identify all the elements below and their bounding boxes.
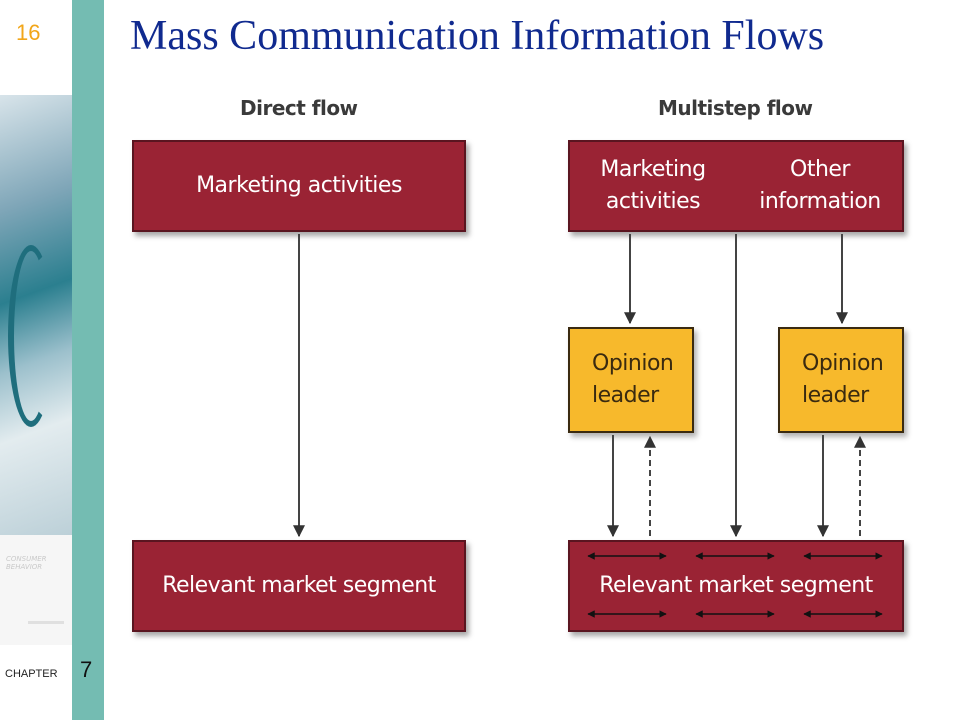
chapter-number: 7 [80,657,93,682]
leader-left-line-2: leader [592,383,659,408]
leader-right-line-1: Opinion [802,351,884,376]
other-info-line-2: information [759,189,881,214]
direct-flow-label: Direct flow [240,96,358,120]
marketing-line-2: activities [605,189,701,214]
marketing-line-1: Marketing [600,157,706,182]
multistep-flow-label: Multistep flow [658,96,813,120]
leader-left-line-1: Opinion [592,351,674,376]
direct-target-text: Relevant market segment [162,573,436,598]
multistep-source-box [568,140,904,232]
cover-swirl [8,245,54,427]
chapter-label: CHAPTER [5,668,58,680]
book-author-line [28,621,64,624]
cover-photo-strip [0,95,72,535]
book-title: CONSUMER BEHAVIOR [6,555,47,571]
direct-source-box: Marketing activities [132,140,466,232]
leader-right-line-2: leader [802,383,869,408]
direct-target-box: Relevant market segment [132,540,466,632]
other-info-line-1: Other [790,157,850,182]
slide-title: Mass Communication Information Flows [130,13,825,59]
opinion-leader-right-text: Opinion leader [802,348,884,412]
multistep-source-marketing: Marketing activities [580,154,726,218]
book-cover: CONSUMER BEHAVIOR [0,535,72,645]
side-accent-bar [72,0,104,720]
flow-diagram: Direct flow Multistep flow Marketing act… [110,80,950,680]
opinion-leader-left-text: Opinion leader [592,348,674,412]
multistep-target-text: Relevant market segment [599,573,873,598]
direct-source-text: Marketing activities [196,173,402,198]
opinion-leader-left-box: Opinion leader [568,327,694,433]
multistep-source-other-info: Other information [750,154,890,218]
opinion-leader-right-box: Opinion leader [778,327,904,433]
slide-number: 16 [16,20,41,45]
flow-arrows [293,234,883,618]
